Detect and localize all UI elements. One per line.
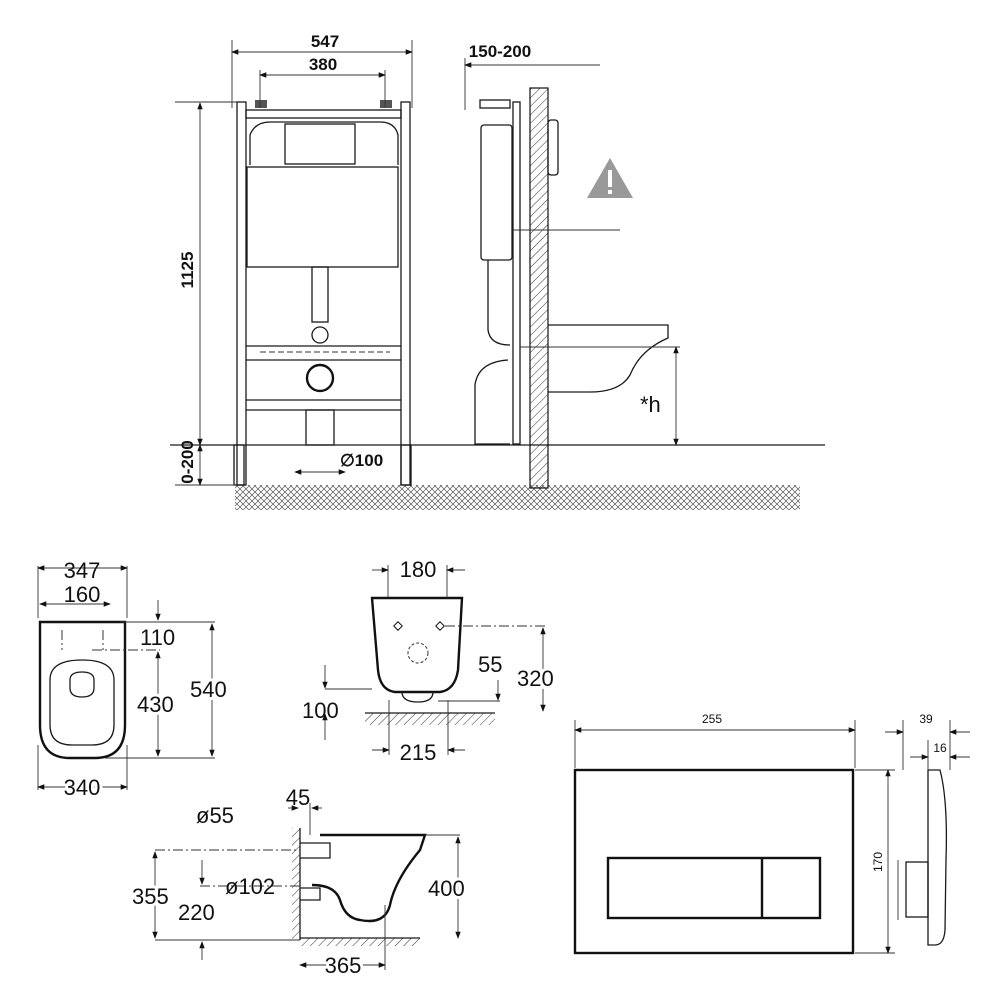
cistern [246,166,399,268]
dim-plate-depth: 16 [933,741,947,755]
bowl-side-view: 45 ø55 ø102 355 220 400 365 [129,785,468,981]
dim-hole-spacing: 160 [64,582,101,607]
dim-seat-length: 540 [190,677,227,702]
dim-base-width: 340 [64,775,101,800]
dim-outlet-offset: 55 [478,652,502,677]
flush-plate-drawing: 255 170 39 16 [573,712,970,955]
bowl-rear-view: 180 320 55 100 215 [302,557,557,765]
warning-icon [587,158,633,198]
plate-profile [927,769,948,946]
dim-wall-depth: 150-200 [469,42,531,61]
frame-side-view: *h 150-200 [464,42,680,489]
dim-side-bowl-height: 400 [428,876,465,901]
dim-bowl-height: *h [640,392,661,417]
dim-bolt-height: 320 [517,666,554,691]
dim-drain-diameter: ∅100 [340,451,383,470]
dim-leg-adjust: 0-200 [178,440,197,483]
dim-floor-width: 215 [400,740,437,765]
dim-projection: 365 [325,953,362,978]
drain-connector [305,363,335,393]
ground-hatch [235,485,800,510]
dim-frame-width: 547 [311,32,339,51]
dim-hole-to-front: 430 [137,692,174,717]
bowl-top-view: 347 160 110 430 540 340 [37,558,230,803]
frame-upright-right [400,101,411,486]
dim-frame-height: 1125 [178,252,197,289]
dim-seat-width: 347 [64,558,101,583]
wall-section [529,87,549,489]
dim-outlet-diameter: ø102 [225,874,275,899]
side-bowl-body [311,833,427,923]
dim-total-depth: 39 [919,712,933,726]
dim-plate-height: 170 [871,852,885,872]
dim-hole-offset: 110 [140,625,175,650]
dim-inlet-height: 355 [132,884,169,909]
dim-rear-hole-spacing: 180 [400,557,437,582]
dim-outlet-height: 100 [302,698,339,723]
flush-buttons [606,856,822,920]
dim-wall-gap: 45 [286,785,310,810]
frame-front-view: 547 380 1125 0-200 ∅100 [170,32,825,510]
flush-plate [573,768,855,955]
dim-plate-width: 255 [702,712,722,726]
dim-inlet-diameter: ø55 [196,803,234,828]
dim-mount-width: 380 [309,55,337,74]
side-cistern [480,124,513,261]
dim-outlet-height-side: 220 [178,900,215,925]
frame-upright-left [236,101,247,486]
side-bowl [548,324,669,393]
